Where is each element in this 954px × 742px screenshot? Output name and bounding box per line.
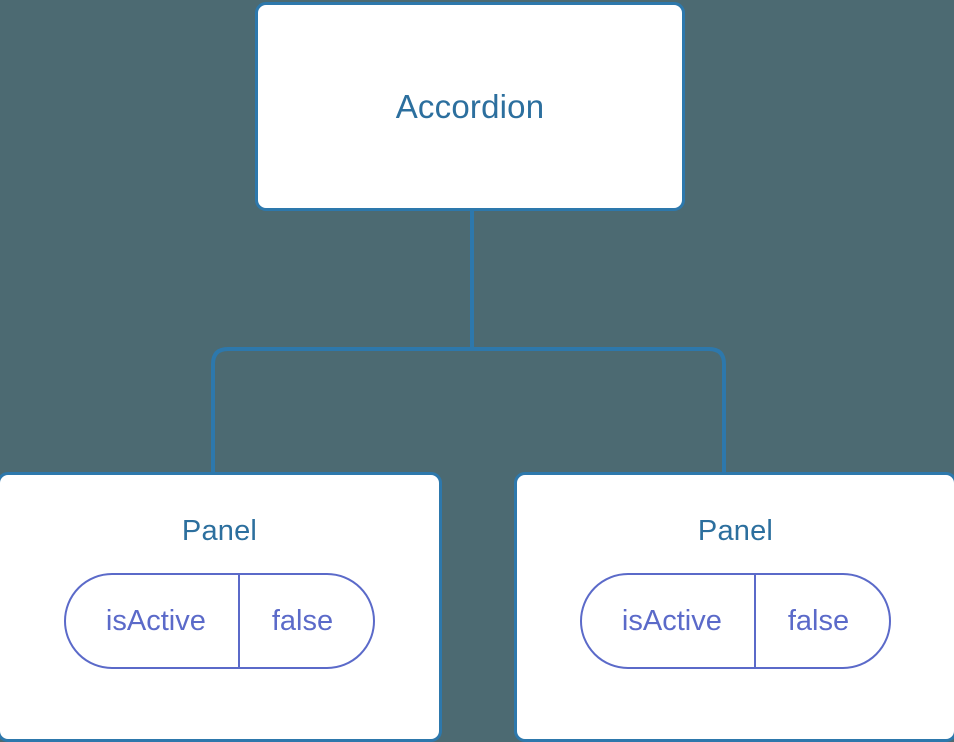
connector-branch bbox=[211, 347, 726, 472]
state-pill-key: isActive bbox=[105, 604, 206, 637]
node-panel[interactable]: Panel isActive false bbox=[0, 472, 442, 742]
node-title: Accordion bbox=[395, 88, 545, 125]
node-title: Panel bbox=[697, 515, 774, 547]
node-title: Panel bbox=[181, 515, 258, 547]
node-accordion[interactable]: Accordion bbox=[255, 2, 685, 211]
state-pill[interactable]: isActive false bbox=[63, 573, 376, 669]
state-pill[interactable]: isActive false bbox=[579, 573, 892, 669]
node-panel[interactable]: Panel isActive false bbox=[514, 472, 954, 742]
state-pill-value: false bbox=[237, 575, 373, 667]
state-pill-key: isActive bbox=[621, 604, 722, 637]
state-pill-value: false bbox=[753, 575, 889, 667]
